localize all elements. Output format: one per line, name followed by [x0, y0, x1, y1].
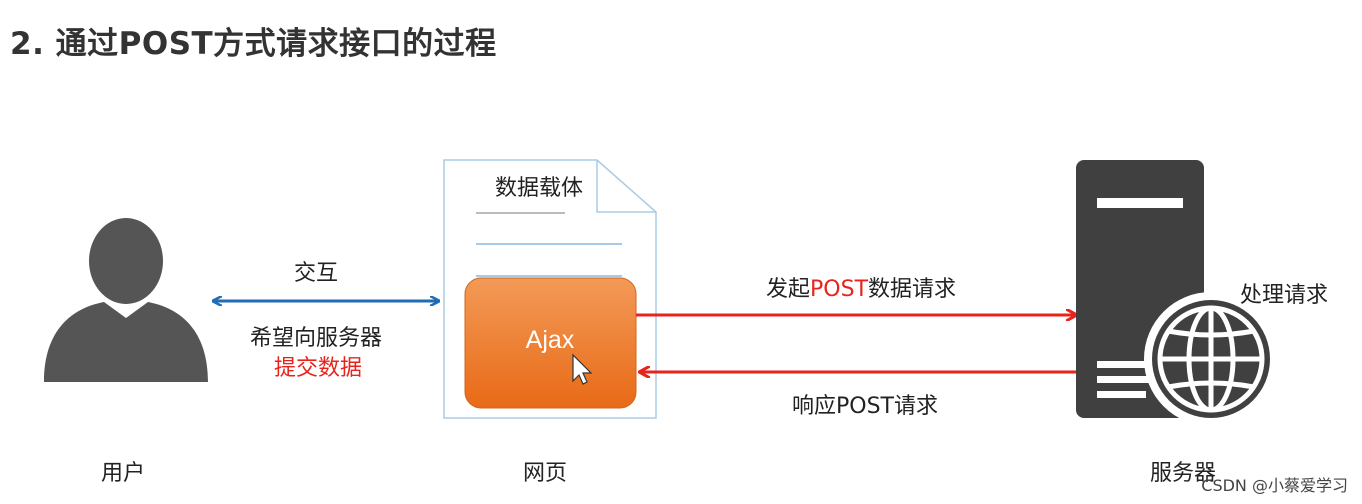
user-label: 用户	[101, 461, 146, 486]
request-label: 发起POST数据请求	[766, 271, 956, 303]
user-person-icon	[44, 218, 208, 382]
request-label-highlight: POST	[810, 277, 869, 302]
process-label: 处理请求	[1240, 283, 1329, 308]
submit-label-line2: 提交数据	[274, 356, 363, 381]
watermark: CSDN @小蔡爱学习	[1201, 476, 1348, 495]
submit-label-line1: 希望向服务器	[250, 326, 383, 351]
server-label: 服务器	[1150, 461, 1217, 486]
request-label-prefix: 发起	[766, 277, 811, 302]
ajax-box	[464, 277, 637, 409]
response-label: 响应POST请求	[792, 394, 938, 419]
payload-label: 数据载体	[495, 176, 584, 201]
globe-icon	[1144, 292, 1278, 426]
page-title: 2. 通过POST方式请求接口的过程	[10, 26, 497, 62]
interaction-label: 交互	[294, 261, 339, 286]
webpage-label: 网页	[523, 461, 568, 486]
ajax-label: Ajax	[525, 326, 575, 354]
cursor-icon	[572, 353, 593, 385]
request-label-suffix: 数据请求	[868, 277, 957, 302]
